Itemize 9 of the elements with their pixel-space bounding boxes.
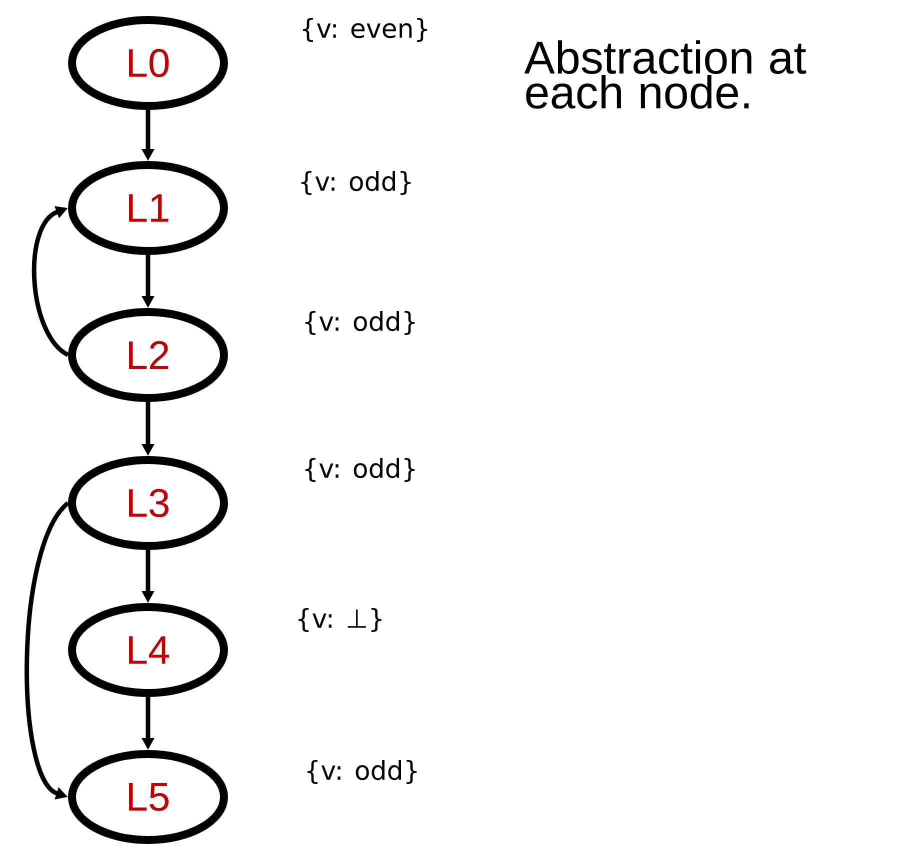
state-annotation: {v: odd} (305, 458, 415, 482)
state-annotation: {v: odd} (307, 760, 417, 784)
arrow (24, 502, 70, 800)
state-annotation: {v: ⊥} (298, 608, 382, 632)
arrow (32, 206, 70, 357)
state-annotation: {v: odd} (305, 311, 415, 335)
state-annotation: {v: odd} (301, 171, 411, 195)
note: Abstraction at each node. (524, 40, 806, 109)
state-annotation: {v: even} (302, 18, 428, 42)
